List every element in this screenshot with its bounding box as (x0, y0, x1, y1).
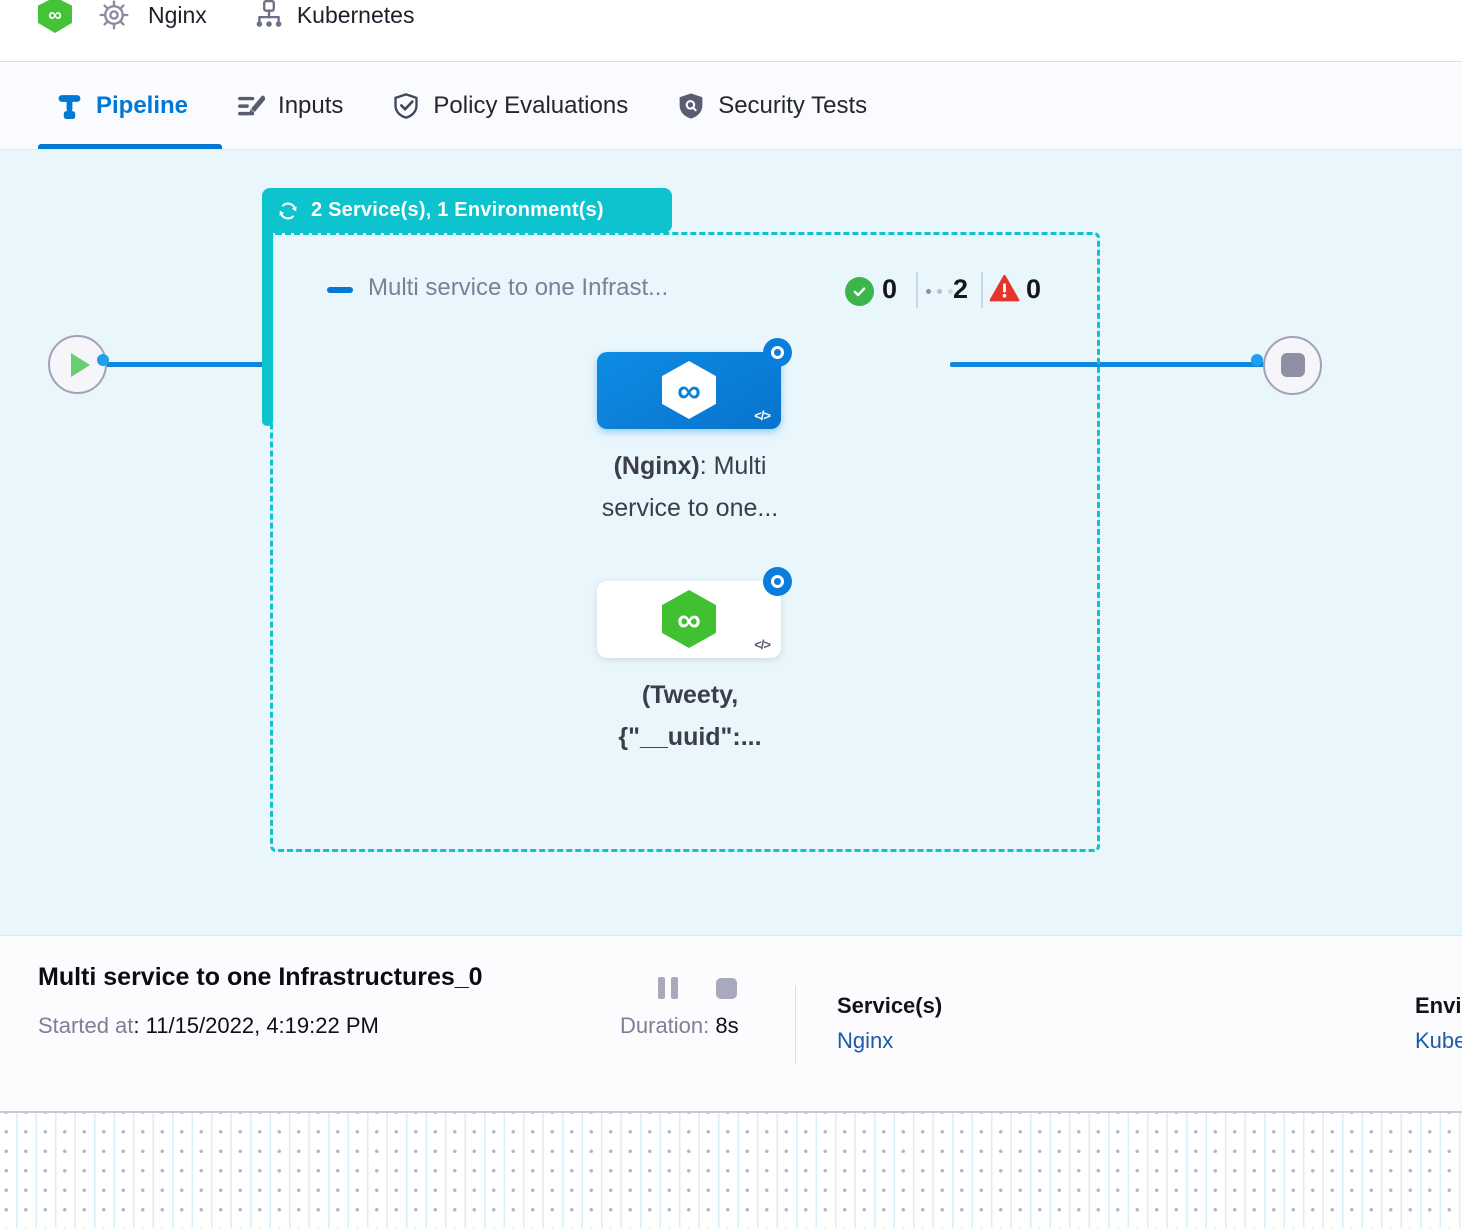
environments-link[interactable]: Kubernetes (1415, 1028, 1462, 1053)
console-grid-area[interactable] (0, 1111, 1462, 1228)
end-port (1251, 353, 1263, 366)
pipeline-icon (58, 94, 81, 119)
infinity-glyph: ∞ (677, 371, 701, 409)
infinity-glyph: ∞ (677, 600, 701, 638)
connector-start-to-stage (100, 362, 272, 367)
node-label-bold: (Nginx) (613, 452, 700, 480)
harness-service-icon: ∞ (38, 0, 72, 33)
tab-pipeline-label: Pipeline (96, 92, 189, 119)
running-count-icon (926, 289, 953, 294)
services-label: Service(s) (837, 993, 943, 1018)
stop-icon (1280, 353, 1305, 377)
harness-hexagon-logo: ∞ (662, 590, 716, 648)
started-at-label: Started at (38, 1013, 134, 1038)
stage-group-badge[interactable]: 2 Service(s), 1 Environment(s) (262, 188, 672, 233)
counter-divider (916, 272, 918, 308)
pause-button[interactable] (658, 977, 678, 999)
tab-security-tests[interactable]: Security Tests (677, 92, 867, 120)
node-label-line2: service to one... (601, 494, 779, 522)
pipeline-canvas[interactable]: 2 Service(s), 1 Environment(s) Multi ser… (0, 150, 1462, 935)
stage-group-tail (262, 230, 273, 426)
tab-bar: Pipeline Inputs Policy Evaluati (0, 62, 1462, 150)
collapse-stage-button[interactable] (327, 287, 353, 293)
start-port (97, 353, 109, 366)
tab-inputs[interactable]: Inputs (237, 92, 343, 120)
infinity-glyph: ∞ (48, 4, 62, 26)
stage-group-badge-label: 2 Service(s), 1 Environment(s) (311, 199, 604, 221)
breadcrumb-service-name[interactable]: Nginx (148, 1, 207, 28)
active-tab-underline (38, 144, 222, 149)
duration: Duration: 8s (620, 1013, 739, 1039)
success-count: 0 (882, 274, 898, 304)
services-link[interactable]: Nginx (837, 1028, 894, 1053)
harness-hexagon-logo: ∞ (662, 361, 716, 419)
shield-scan-icon (679, 93, 703, 119)
success-count-icon (845, 277, 874, 306)
node-label-nginx: (Nginx): Multi service to one... (555, 445, 825, 529)
breadcrumb: ∞ Nginx (38, 0, 414, 46)
breadcrumb-header: ∞ Nginx (0, 0, 1462, 62)
execution-title: Multi service to one Infrastructures_0 (38, 963, 483, 991)
code-icon: </> (754, 637, 771, 652)
start-node (48, 335, 107, 394)
running-status-badge (763, 338, 792, 367)
running-count: 2 (953, 274, 969, 304)
failed-count: 0 (1026, 274, 1042, 304)
inputs-icon (238, 95, 266, 116)
end-node (1263, 335, 1322, 395)
started-at: Started at: 11/15/2022, 4:19:22 PM (38, 1013, 379, 1039)
duration-label: Duration: (620, 1013, 710, 1038)
counter-divider (981, 272, 983, 308)
node-label-bold: (Tweety, (641, 681, 739, 709)
node-label-rest: : Multi (699, 452, 767, 480)
abort-button[interactable] (716, 978, 737, 999)
tab-pipeline[interactable]: Pipeline (56, 92, 188, 120)
node-card-tweety[interactable]: ∞ </> (597, 581, 781, 658)
running-status-badge (763, 567, 792, 596)
play-icon (71, 352, 90, 377)
failed-count-icon (989, 274, 1020, 303)
shield-check-icon (394, 93, 419, 119)
node-label-tweety: (Tweety, {"__uuid":... (555, 674, 825, 758)
tab-security-tests-label: Security Tests (718, 92, 868, 119)
node-label-line2: {"__uuid":... (618, 723, 762, 751)
gear-icon (99, 0, 129, 30)
tab-policy-evaluations-label: Policy Evaluations (433, 92, 629, 119)
started-at-value: : 11/15/2022, 4:19:22 PM (133, 1013, 379, 1038)
footer-divider (795, 986, 796, 1064)
hierarchy-icon (256, 0, 282, 27)
connector-stage-to-end (950, 362, 1266, 367)
stage-group-outline (270, 232, 1100, 852)
tab-policy-evaluations[interactable]: Policy Evaluations (392, 92, 628, 120)
tab-inputs-label: Inputs (278, 92, 344, 119)
environments-label: Environment(s) (1415, 993, 1462, 1018)
execution-footer: Multi service to one Infrastructures_0 S… (0, 935, 1462, 1111)
stage-name[interactable]: Multi service to one Infrast... (368, 274, 669, 301)
duration-value: 8s (715, 1013, 739, 1038)
node-card-nginx[interactable]: ∞ </> (597, 352, 781, 429)
breadcrumb-environment-name[interactable]: Kubernetes (296, 1, 415, 28)
loop-icon (279, 202, 297, 219)
code-icon: </> (754, 408, 771, 423)
